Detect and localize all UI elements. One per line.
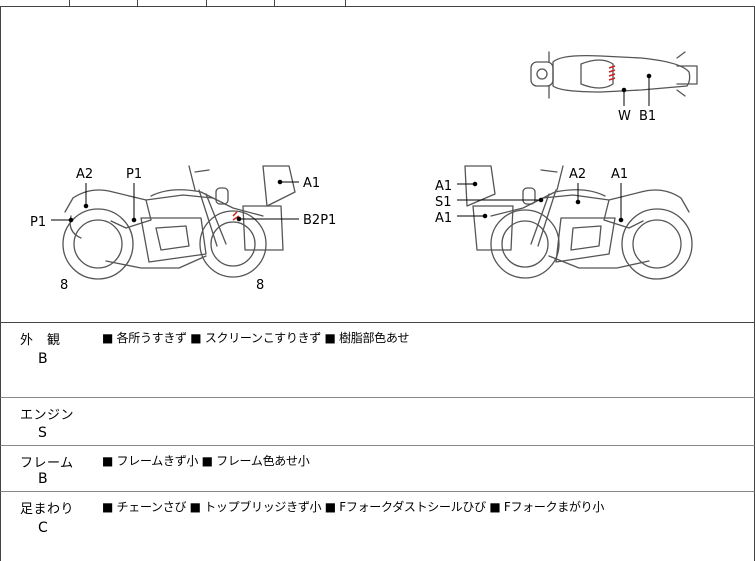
left-label-a2: A2 xyxy=(76,167,93,182)
row-grade: B xyxy=(38,471,48,487)
left-label-rear-tire: 8 xyxy=(60,278,68,293)
left-bike-damage-mark xyxy=(232,211,240,221)
row-category: フレーム xyxy=(20,456,74,471)
right-label-a2: A2 xyxy=(569,167,586,182)
point-dot xyxy=(575,199,581,205)
motorcycle-diagram-svg: A2 P1 P1 A1 B2P1 8 8 A1 S1 A1 A2 A1 W B1 xyxy=(30,51,698,293)
damage-marks xyxy=(232,65,616,221)
left-label-p1-top: P1 xyxy=(126,167,142,182)
row-notes: ■ フレームきず小 ■ フレーム色あせ小 xyxy=(102,454,310,468)
point-dot xyxy=(83,203,89,209)
point-dot xyxy=(646,73,652,79)
table-cell xyxy=(274,0,346,6)
table-cell xyxy=(206,0,275,6)
point-dot xyxy=(277,179,283,185)
left-label-a1: A1 xyxy=(303,176,320,191)
row-category: エンジン xyxy=(20,408,75,423)
point-dot xyxy=(618,217,624,223)
point-dot xyxy=(131,217,137,223)
top-view-label-w: W xyxy=(618,109,631,124)
condition-row-exterior: 外 観 B ■ 各所うすきず ■ スクリーンこすりきず ■ 樹脂部色あせ xyxy=(0,323,755,398)
top-table-row-edge xyxy=(0,0,755,7)
row-grade: S xyxy=(38,425,47,441)
row-category: 足まわり xyxy=(20,502,75,517)
row-notes: ■ 各所うすきず ■ スクリーンこすりきず ■ 樹脂部色あせ xyxy=(102,331,410,345)
table-cell xyxy=(69,0,138,6)
row-grade: B xyxy=(38,351,48,367)
row-category: 外 観 xyxy=(20,333,61,348)
right-label-a1-top: A1 xyxy=(435,179,452,194)
row-grade: C xyxy=(38,520,48,536)
left-motorcycle-drawing xyxy=(62,165,296,280)
right-label-a1-bottom: A1 xyxy=(435,211,452,226)
condition-row-frame: フレーム B ■ フレームきず小 ■ フレーム色あせ小 xyxy=(0,446,755,492)
point-dot xyxy=(68,217,74,223)
point-dot xyxy=(621,87,627,93)
left-label-b2p1: B2P1 xyxy=(303,213,336,228)
table-cell xyxy=(0,0,70,6)
point-dot xyxy=(236,216,242,222)
right-label-s1: S1 xyxy=(435,195,452,210)
point-dot xyxy=(482,213,488,219)
top-view-label-b1: B1 xyxy=(639,109,656,124)
condition-row-engine: エンジン S xyxy=(0,398,755,446)
right-label-a1-tank: A1 xyxy=(611,167,628,182)
damage-diagram: A2 P1 P1 A1 B2P1 8 8 A1 S1 A1 A2 A1 W B1 xyxy=(0,6,755,323)
row-notes: ■ チェーンさび ■ トップブリッジきず小 ■ Fフォークダストシールひび ■ … xyxy=(102,500,605,514)
point-dot xyxy=(538,197,544,203)
condition-row-suspension: 足まわり C ■ チェーンさび ■ トップブリッジきず小 ■ Fフォークダストシ… xyxy=(0,492,755,561)
point-dot xyxy=(472,181,478,187)
top-view-motorcycle-drawing xyxy=(530,51,698,99)
right-motorcycle-drawing xyxy=(464,165,693,280)
top-view-damage-mark xyxy=(608,65,616,81)
left-label-front-tire: 8 xyxy=(256,278,264,293)
left-label-p1-side: P1 xyxy=(30,215,46,230)
table-cell xyxy=(137,0,207,6)
